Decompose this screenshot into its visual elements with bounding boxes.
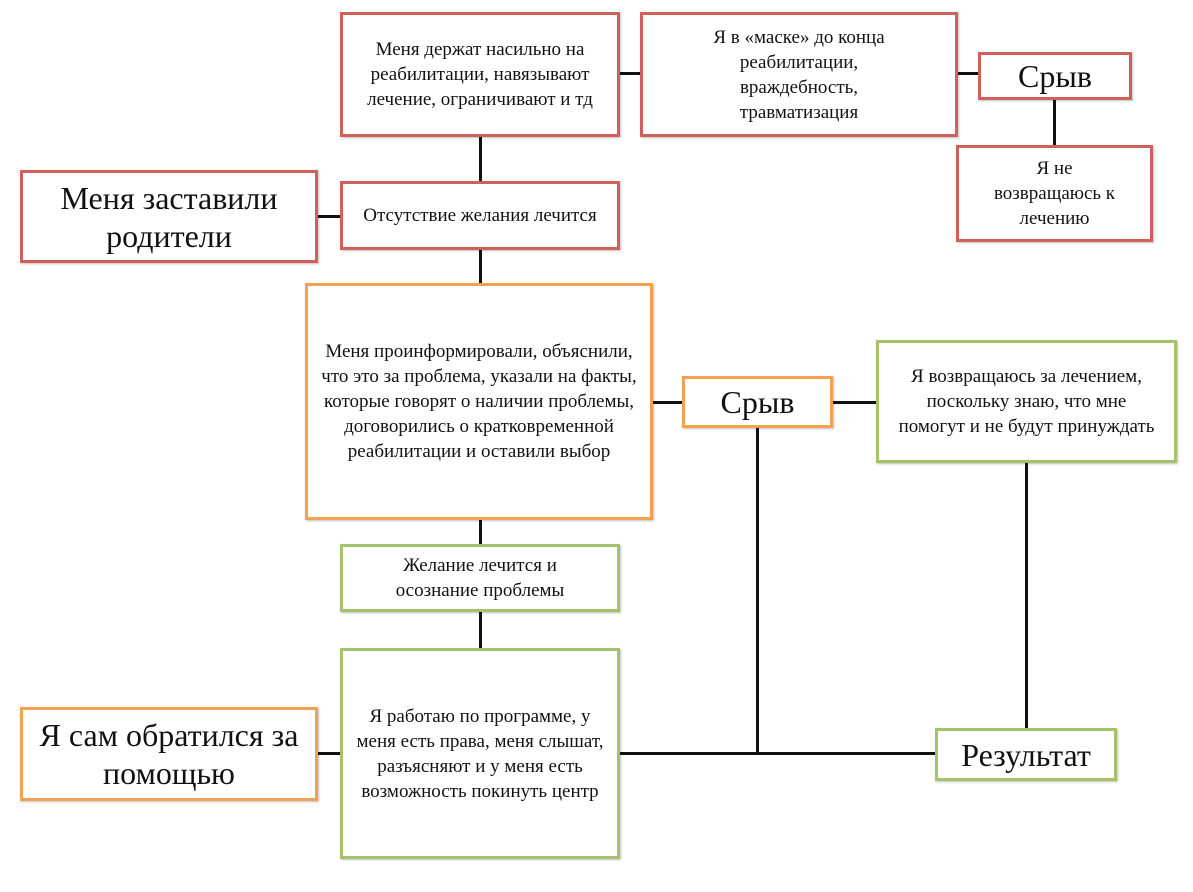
node-informed: Меня проинформировали, объяснили, что эт… — [305, 283, 653, 520]
connector-nodesire-informed — [479, 250, 482, 283]
connector-mask-relapse — [958, 72, 978, 75]
node-working-program: Я работаю по программе, у меня есть прав… — [340, 648, 620, 859]
connector-relapse-return — [833, 401, 876, 404]
node-return-treatment-text: Я возвращаюсь за лечением, поскольку зна… — [898, 366, 1155, 437]
node-desire: Желание лечится и осознание проблемы — [340, 544, 620, 612]
connector-informed-desire — [479, 520, 482, 544]
node-return-treatment: Я возвращаюсь за лечением, поскольку зна… — [876, 340, 1177, 463]
node-forced-held-text: Меня держат насильно на реабилитации, на… — [367, 39, 593, 110]
node-result-text: Результат — [961, 736, 1091, 773]
node-no-return-text: Я не возвращаюсь к лечению — [993, 158, 1116, 229]
node-relapse-top-text: Срыв — [1018, 58, 1092, 94]
node-mask-text: Я в «маске» до конца реабилитации, вражд… — [713, 26, 885, 123]
connector-relapse-noreturn — [1053, 100, 1056, 145]
node-no-return: Я не возвращаюсь к лечению — [956, 145, 1153, 242]
node-no-desire: Отсутствие желания лечится — [340, 181, 620, 250]
node-self-help: Я сам обратился за помощью — [20, 707, 318, 801]
node-relapse-mid: Срыв — [682, 376, 833, 428]
node-desire-text: Желание лечится и осознание проблемы — [395, 555, 565, 601]
node-mask: Я в «маске» до конца реабилитации, вражд… — [640, 12, 958, 137]
connector-forced-mask — [620, 72, 640, 75]
connector-return-result — [1025, 463, 1028, 728]
node-result: Результат — [935, 728, 1117, 781]
connector-relapse-down — [756, 428, 759, 753]
node-forced-held: Меня держат насильно на реабилитации, на… — [340, 12, 620, 137]
connector-informed-relapse — [653, 401, 682, 404]
connector-desire-working — [479, 612, 482, 648]
connector-forced-nodesire — [479, 137, 482, 181]
node-no-desire-text: Отсутствие желания лечится — [363, 205, 597, 226]
node-relapse-top: Срыв — [978, 52, 1132, 100]
node-relapse-mid-text: Срыв — [720, 384, 795, 420]
connector-parents-nodesire — [318, 215, 340, 218]
node-parents-forced: Меня заставили родители — [20, 170, 318, 263]
node-informed-text: Меня проинформировали, объяснили, что эт… — [321, 341, 637, 462]
node-parents-forced-text: Меня заставили родители — [60, 179, 278, 254]
connector-working-result — [620, 752, 935, 755]
node-self-help-text: Я сам обратился за помощью — [39, 717, 299, 791]
connector-selfhelp-working — [318, 752, 340, 755]
node-working-program-text: Я работаю по программе, у меня есть прав… — [356, 705, 604, 802]
